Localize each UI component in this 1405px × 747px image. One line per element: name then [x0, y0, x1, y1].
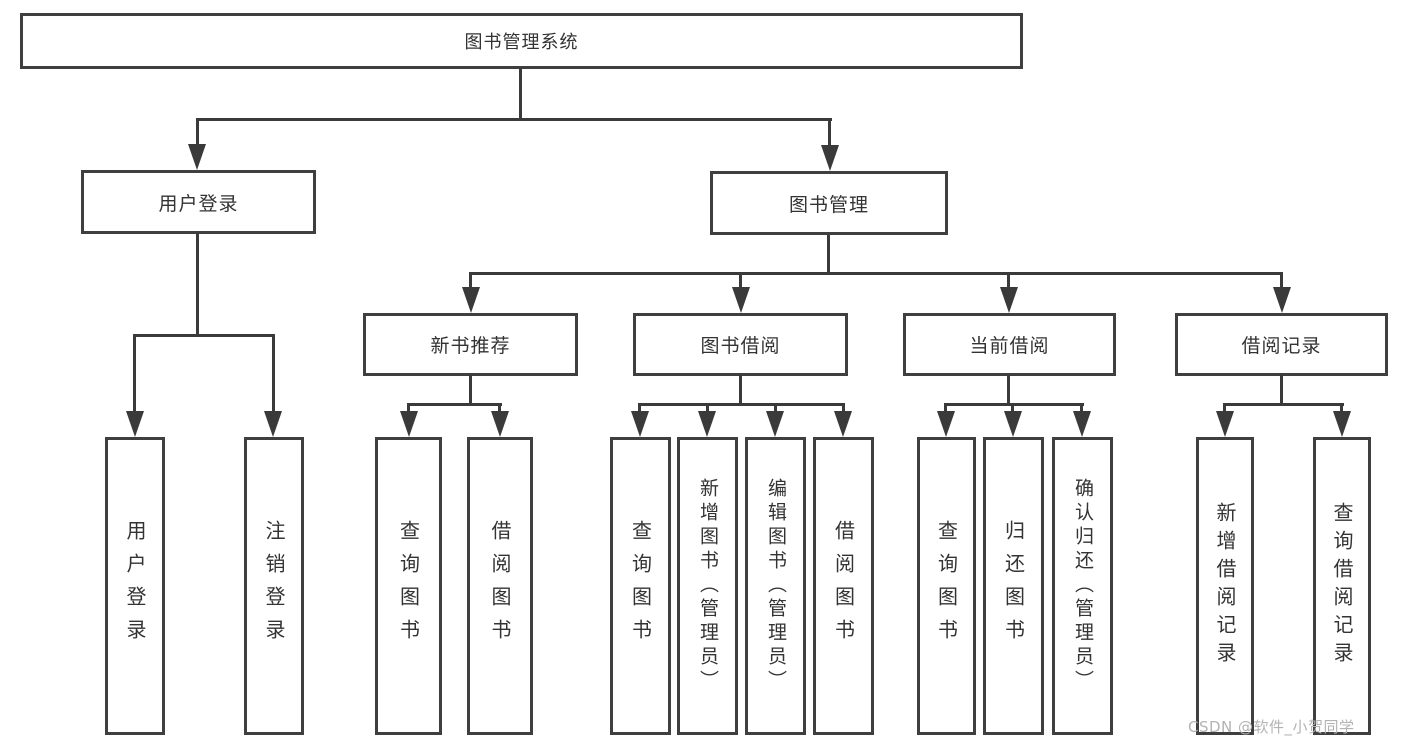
- leaf-logout-label: 注销登录: [262, 520, 286, 652]
- node-borrow-records-label: 借阅记录: [1241, 335, 1322, 357]
- leaf-confirm-return-admin: 确认归还（管理员）: [1052, 437, 1113, 735]
- leaf-edit-books-admin-label: 编辑图书（管理员）: [765, 478, 787, 694]
- leaf-query-books-current: 查询图书: [917, 437, 976, 735]
- connector-line: [133, 336, 136, 413]
- leaf-return-books-label: 归还图书: [1001, 520, 1026, 652]
- arrow-down-icon: [1073, 411, 1091, 437]
- node-new-book-recommend: 新书推荐: [363, 313, 578, 376]
- connector-line: [842, 405, 845, 413]
- connector-line: [407, 405, 410, 413]
- leaf-query-books-recommend-label: 查询图书: [396, 520, 421, 652]
- connector-line: [1007, 375, 1010, 406]
- arrow-down-icon: [264, 411, 282, 437]
- node-new-book-recommend-label: 新书推荐: [430, 335, 511, 357]
- arrow-down-icon: [188, 144, 206, 170]
- connector-line: [407, 403, 502, 406]
- csdn-watermark: CSDN @软件_小贺同学: [1188, 718, 1355, 736]
- leaf-add-books-admin: 新增图书（管理员）: [677, 437, 738, 735]
- connector-line: [498, 405, 501, 413]
- arrow-down-icon: [400, 411, 418, 437]
- node-root: 图书管理系统: [20, 13, 1023, 69]
- connector-line: [469, 375, 472, 406]
- node-book-borrowing-label: 图书借阅: [700, 335, 781, 357]
- node-user-login: 用户登录: [81, 170, 316, 234]
- connector-line: [1080, 405, 1083, 413]
- leaf-query-borrow-record-label: 查询借阅记录: [1330, 502, 1354, 670]
- connector-line: [519, 68, 522, 120]
- node-current-borrowing-label: 当前借阅: [969, 335, 1050, 357]
- arrow-down-icon: [491, 411, 509, 437]
- arrow-down-icon: [1216, 411, 1234, 437]
- node-borrow-records: 借阅记录: [1175, 313, 1388, 376]
- connector-line: [739, 274, 742, 289]
- arrow-down-icon: [821, 145, 839, 171]
- connector-line: [133, 334, 275, 337]
- connector-line: [469, 274, 472, 289]
- arrow-down-icon: [937, 411, 955, 437]
- connector-line: [944, 405, 947, 413]
- connector-line: [196, 233, 199, 337]
- arrow-down-icon: [1004, 411, 1022, 437]
- arrow-down-icon: [126, 411, 144, 437]
- node-book-management: 图书管理: [710, 171, 948, 235]
- leaf-query-books-recommend: 查询图书: [375, 437, 442, 735]
- connector-line: [1280, 274, 1283, 289]
- arrow-down-icon: [732, 287, 750, 313]
- leaf-user-login: 用户登录: [105, 437, 165, 735]
- arrow-down-icon: [462, 287, 480, 313]
- connector-line: [828, 120, 831, 147]
- connector-line: [774, 405, 777, 413]
- connector-line: [196, 120, 199, 146]
- connector-line: [469, 272, 1283, 275]
- node-book-borrowing: 图书借阅: [633, 313, 848, 376]
- connector-line: [1280, 375, 1283, 406]
- connector-line: [638, 405, 641, 413]
- leaf-query-books-current-label: 查询图书: [934, 520, 959, 652]
- leaf-query-books-borrowing: 查询图书: [610, 437, 671, 735]
- leaf-borrow-books-recommend: 借阅图书: [467, 437, 533, 735]
- leaf-user-login-label: 用户登录: [123, 520, 147, 652]
- connector-line: [1223, 405, 1226, 413]
- connector-line: [638, 403, 845, 406]
- connector-line: [706, 405, 709, 413]
- leaf-edit-books-admin: 编辑图书（管理员）: [745, 437, 806, 735]
- leaf-return-books: 归还图书: [983, 437, 1044, 735]
- node-user-login-label: 用户登录: [158, 192, 239, 215]
- arrow-down-icon: [1000, 287, 1018, 313]
- leaf-borrow-books-recommend-label: 借阅图书: [488, 520, 512, 652]
- leaf-borrow-books: 借阅图书: [813, 437, 874, 735]
- node-book-management-label: 图书管理: [788, 193, 869, 216]
- leaf-confirm-return-admin-label: 确认归还（管理员）: [1072, 478, 1094, 694]
- connector-line: [196, 118, 832, 121]
- connector-line: [272, 336, 275, 413]
- arrow-down-icon: [834, 411, 852, 437]
- leaf-query-borrow-record: 查询借阅记录: [1313, 437, 1371, 735]
- connector-line: [1011, 405, 1014, 413]
- connector-line: [1007, 274, 1010, 289]
- connector-line: [1340, 405, 1343, 413]
- leaf-add-borrow-record: 新增借阅记录: [1196, 437, 1254, 735]
- arrow-down-icon: [631, 411, 649, 437]
- leaf-query-books-borrowing-label: 查询图书: [628, 520, 653, 652]
- leaf-logout: 注销登录: [244, 437, 304, 735]
- connector-line: [827, 235, 830, 275]
- leaf-add-books-admin-label: 新增图书（管理员）: [697, 478, 719, 694]
- arrow-down-icon: [698, 411, 716, 437]
- node-root-label: 图书管理系统: [464, 32, 579, 53]
- leaf-borrow-books-label: 借阅图书: [831, 520, 856, 652]
- node-current-borrowing: 当前借阅: [903, 313, 1116, 376]
- leaf-add-borrow-record-label: 新增借阅记录: [1213, 502, 1237, 670]
- arrow-down-icon: [1333, 411, 1351, 437]
- connector-line: [944, 403, 1084, 406]
- arrow-down-icon: [1273, 287, 1291, 313]
- connector-line: [739, 375, 742, 406]
- arrow-down-icon: [766, 411, 784, 437]
- connector-line: [1223, 403, 1344, 406]
